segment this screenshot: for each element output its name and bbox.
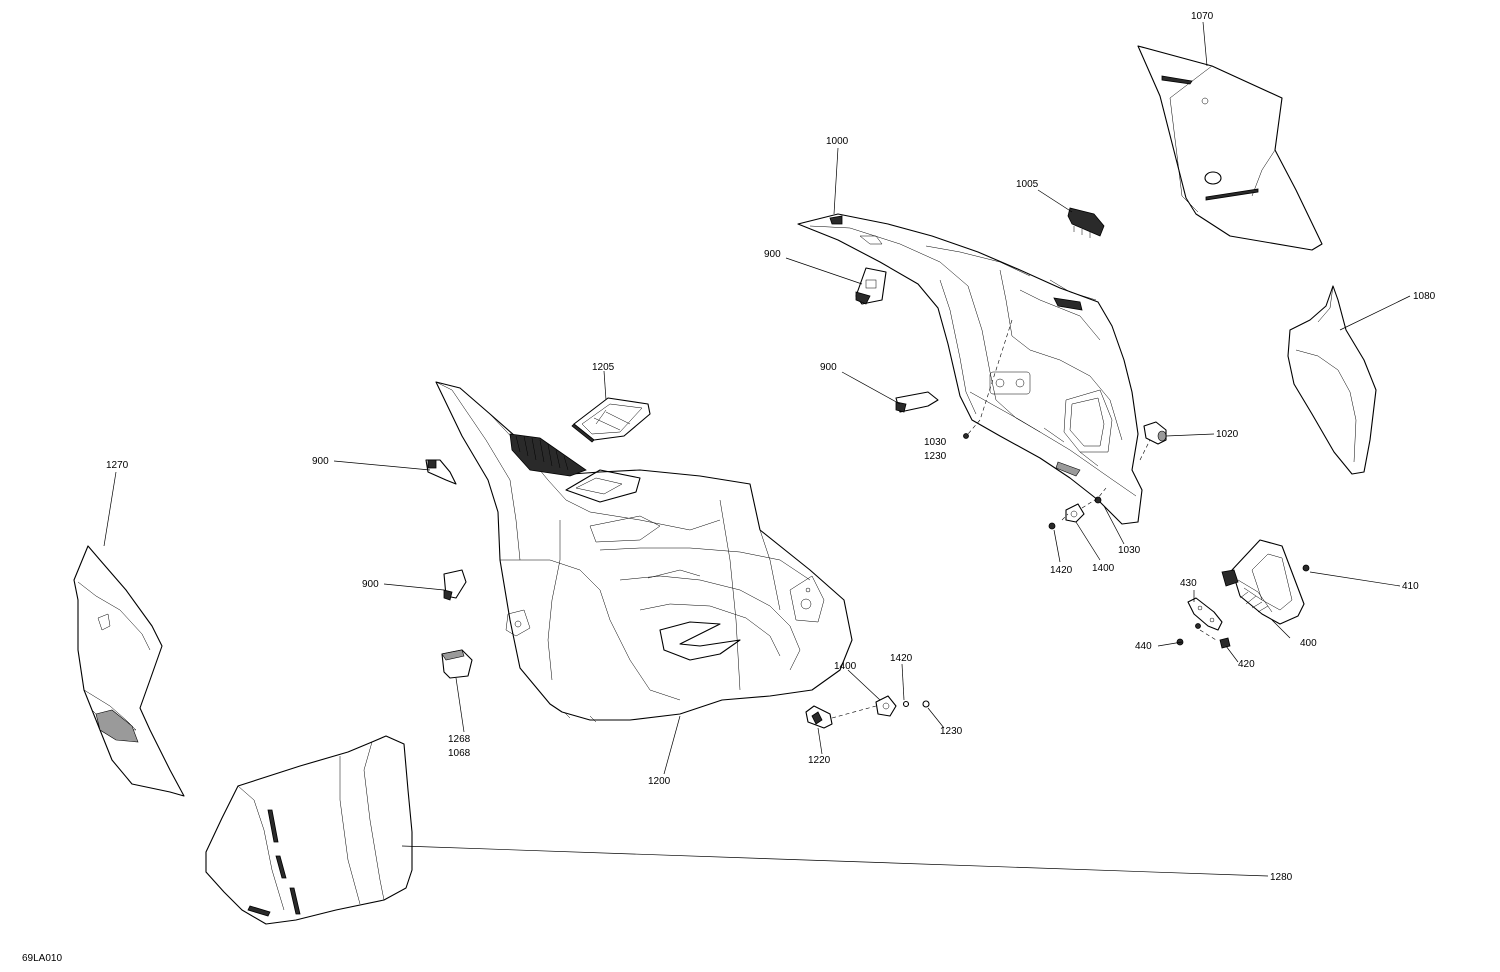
label-1280: 1280 bbox=[1270, 872, 1293, 883]
label-900-left-upper: 900 bbox=[312, 456, 329, 467]
callout-labels: 1070 1000 1005 900 1080 1205 900 1030 12… bbox=[106, 11, 1436, 883]
part-400-housing bbox=[1221, 539, 1305, 625]
label-1205: 1205 bbox=[592, 362, 615, 373]
label-430: 430 bbox=[1180, 578, 1197, 589]
grommet-1400 bbox=[1065, 503, 1085, 523]
part-430-bracket bbox=[1187, 597, 1223, 631]
label-1400-lower: 1400 bbox=[834, 661, 857, 672]
part-1000-upper-cowl bbox=[797, 213, 1143, 525]
label-1230-upper: 1230 bbox=[924, 451, 947, 462]
label-900-upper: 900 bbox=[764, 249, 781, 260]
part-900-clip-middle bbox=[895, 391, 939, 413]
diagram-code: 69LA010 bbox=[22, 953, 62, 964]
part-1200-main-panel bbox=[435, 381, 853, 723]
part-1280-lower-panel bbox=[205, 735, 413, 925]
screw-1030-upper bbox=[963, 433, 969, 439]
label-1030-upper: 1030 bbox=[924, 437, 947, 448]
label-1080: 1080 bbox=[1413, 291, 1436, 302]
label-1230-lower: 1230 bbox=[940, 726, 963, 737]
grommet-1400-lower bbox=[875, 695, 897, 717]
part-900-clip-left-lower bbox=[443, 569, 467, 601]
label-440: 440 bbox=[1135, 641, 1152, 652]
nut-420 bbox=[1219, 637, 1231, 649]
label-1070: 1070 bbox=[1191, 11, 1214, 22]
label-1020: 1020 bbox=[1216, 429, 1239, 440]
part-1268-block bbox=[441, 649, 473, 679]
label-1420-lower: 1420 bbox=[890, 653, 913, 664]
part-900-clip-left-upper bbox=[425, 459, 457, 485]
label-1420-upper: 1420 bbox=[1050, 565, 1073, 576]
screw-440 bbox=[1195, 623, 1201, 629]
leader-lines bbox=[103, 21, 1411, 877]
label-1030-lower: 1030 bbox=[1118, 545, 1141, 556]
label-1220: 1220 bbox=[808, 755, 831, 766]
screw-1030 bbox=[1094, 496, 1102, 504]
label-900-middle: 900 bbox=[820, 362, 837, 373]
label-1200: 1200 bbox=[648, 776, 671, 787]
screw-1420 bbox=[1048, 522, 1056, 530]
part-1005-clip bbox=[1067, 207, 1105, 238]
part-1070-panel bbox=[1137, 45, 1323, 251]
part-1270-side-panel bbox=[73, 545, 185, 797]
fasteners bbox=[805, 319, 1310, 729]
label-400: 400 bbox=[1300, 638, 1317, 649]
label-900-left-lower: 900 bbox=[362, 579, 379, 590]
label-1400-upper: 1400 bbox=[1092, 563, 1115, 574]
label-1068: 1068 bbox=[448, 748, 471, 759]
label-410: 410 bbox=[1402, 581, 1419, 592]
washer-1420 bbox=[902, 700, 910, 708]
screw-410 bbox=[1302, 564, 1310, 572]
label-1270: 1270 bbox=[106, 460, 129, 471]
label-1005: 1005 bbox=[1016, 179, 1039, 190]
latch-1220 bbox=[805, 705, 833, 729]
part-900-clip-upper bbox=[855, 267, 887, 305]
label-420: 420 bbox=[1238, 659, 1255, 670]
washer-1230 bbox=[922, 700, 930, 708]
label-1000: 1000 bbox=[826, 136, 849, 147]
part-1080-deflector bbox=[1287, 285, 1377, 475]
label-1268: 1268 bbox=[448, 734, 471, 745]
part-1205-grille bbox=[571, 397, 651, 443]
part-1020-stop bbox=[1143, 421, 1167, 445]
